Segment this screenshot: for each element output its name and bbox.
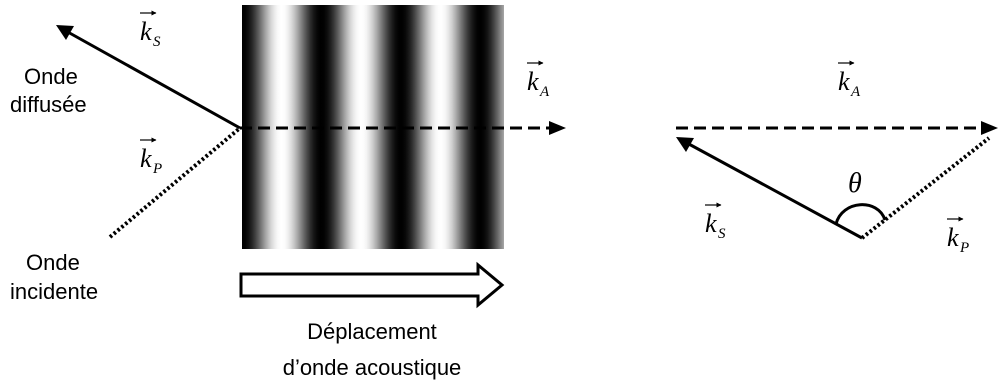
k-p-subscript: P: [152, 161, 162, 177]
theta-label: θ: [848, 168, 862, 199]
k-s-label-left: k S: [140, 10, 161, 50]
k-p-label-left: k P: [140, 137, 162, 177]
k-a-label-right: k A: [838, 60, 861, 100]
k-s-subscript: S: [153, 34, 161, 50]
k-a-subscript-right: A: [850, 84, 861, 100]
k-s-subscript-right: S: [718, 226, 726, 242]
triangle-k-s-arrowhead: [676, 137, 694, 152]
incident-wave-label-line2: incidente: [10, 279, 98, 304]
scattered-arrowhead: [56, 25, 74, 40]
k-a-symbol: k: [527, 67, 539, 96]
k-a-subscript: A: [539, 84, 550, 100]
displacement-arrow: [239, 261, 505, 309]
angle-arc: [834, 203, 887, 225]
scattered-wave-label-line2: diffusée: [10, 92, 87, 117]
scattered-wave-arrow: [65, 29, 241, 130]
k-a-label-left: k A: [527, 60, 550, 100]
k-p-symbol-right: k: [947, 223, 959, 252]
k-s-symbol: k: [140, 17, 152, 46]
incident-wave-label-line1: Onde: [26, 250, 80, 275]
k-s-label-right: k S: [705, 202, 726, 242]
triangle-k-a-arrowhead: [981, 121, 998, 135]
k-s-symbol-right: k: [705, 209, 717, 238]
triangle-k-p-line: [860, 136, 991, 240]
acoustic-arrowhead: [549, 121, 566, 135]
k-a-symbol-right: k: [838, 67, 850, 96]
incident-wave-line: [108, 126, 242, 239]
k-p-label-right: k P: [947, 216, 969, 256]
displacement-label-line1: Déplacement: [307, 319, 437, 344]
displacement-label-line2: d’onde acoustique: [283, 355, 462, 380]
triangle-k-s-line: [686, 141, 863, 240]
k-p-subscript-right: P: [959, 240, 969, 256]
scattered-wave-label-line1: Onde: [24, 64, 78, 89]
k-p-symbol: k: [140, 144, 152, 173]
